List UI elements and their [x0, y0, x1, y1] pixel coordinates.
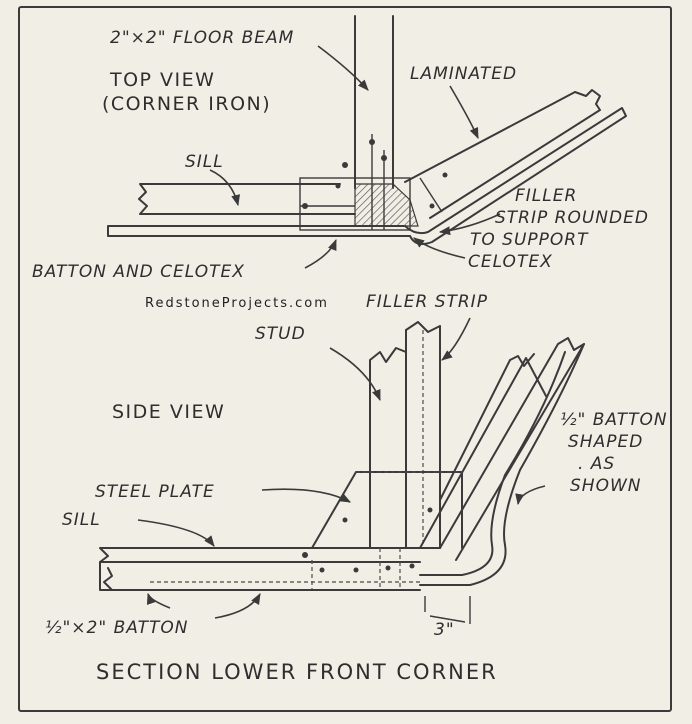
label-top-view: TOP VIEW	[110, 69, 216, 91]
sill-side	[99, 547, 441, 563]
top-view-drawing	[107, 15, 627, 269]
label-half-batton-4: SHOWN	[570, 476, 642, 496]
label-dimension: 3"	[434, 620, 455, 640]
label-batton-celotex: BATTON AND CELOTEX	[32, 262, 245, 282]
label-filler-rounded-2: STRIP ROUNDED	[495, 208, 649, 228]
label-filler-rounded-4: CELOTEX	[468, 252, 553, 272]
bolts-top	[300, 134, 448, 230]
caption: SECTION LOWER FRONT CORNER	[96, 660, 498, 684]
label-laminated: LAMINATED	[410, 64, 518, 84]
label-steel-plate: STEEL PLATE	[95, 482, 215, 502]
corner-hatch	[354, 183, 419, 227]
stud	[369, 329, 407, 549]
side-view-drawing	[99, 317, 585, 624]
half-batton-shaped	[419, 343, 585, 586]
laminated-side	[419, 353, 547, 549]
dimension-line	[424, 596, 471, 624]
laminated-member	[404, 89, 601, 219]
sill-top	[138, 183, 356, 215]
label-sill-side: SILL	[62, 510, 101, 530]
batton-strip-top	[107, 225, 411, 237]
label-half-batton-2: SHAPED	[568, 432, 644, 452]
label-filler-strip: FILLER STRIP	[366, 292, 488, 312]
label-floor-beam: 2"×2" FLOOR BEAM	[110, 28, 295, 48]
batton-bottom	[99, 561, 421, 591]
label-stud: STUD	[255, 324, 306, 344]
frame-border	[18, 6, 672, 712]
label-filler-rounded-1: FILLER	[515, 186, 578, 206]
bolts-side	[302, 548, 415, 590]
label-half-batton-1: ½" BATTON	[560, 410, 668, 430]
label-batton-size: ½"×2" BATTON	[45, 618, 189, 638]
label-half-batton-3: . AS	[578, 454, 616, 474]
label-side-view: SIDE VIEW	[112, 401, 226, 423]
floor-beam	[354, 15, 394, 189]
label-sill-top: SILL	[185, 152, 224, 172]
watermark: RedstoneProjects.com	[145, 296, 329, 311]
label-corner-iron: (CORNER IRON)	[102, 93, 272, 115]
label-filler-rounded-3: TO SUPPORT	[470, 230, 589, 250]
